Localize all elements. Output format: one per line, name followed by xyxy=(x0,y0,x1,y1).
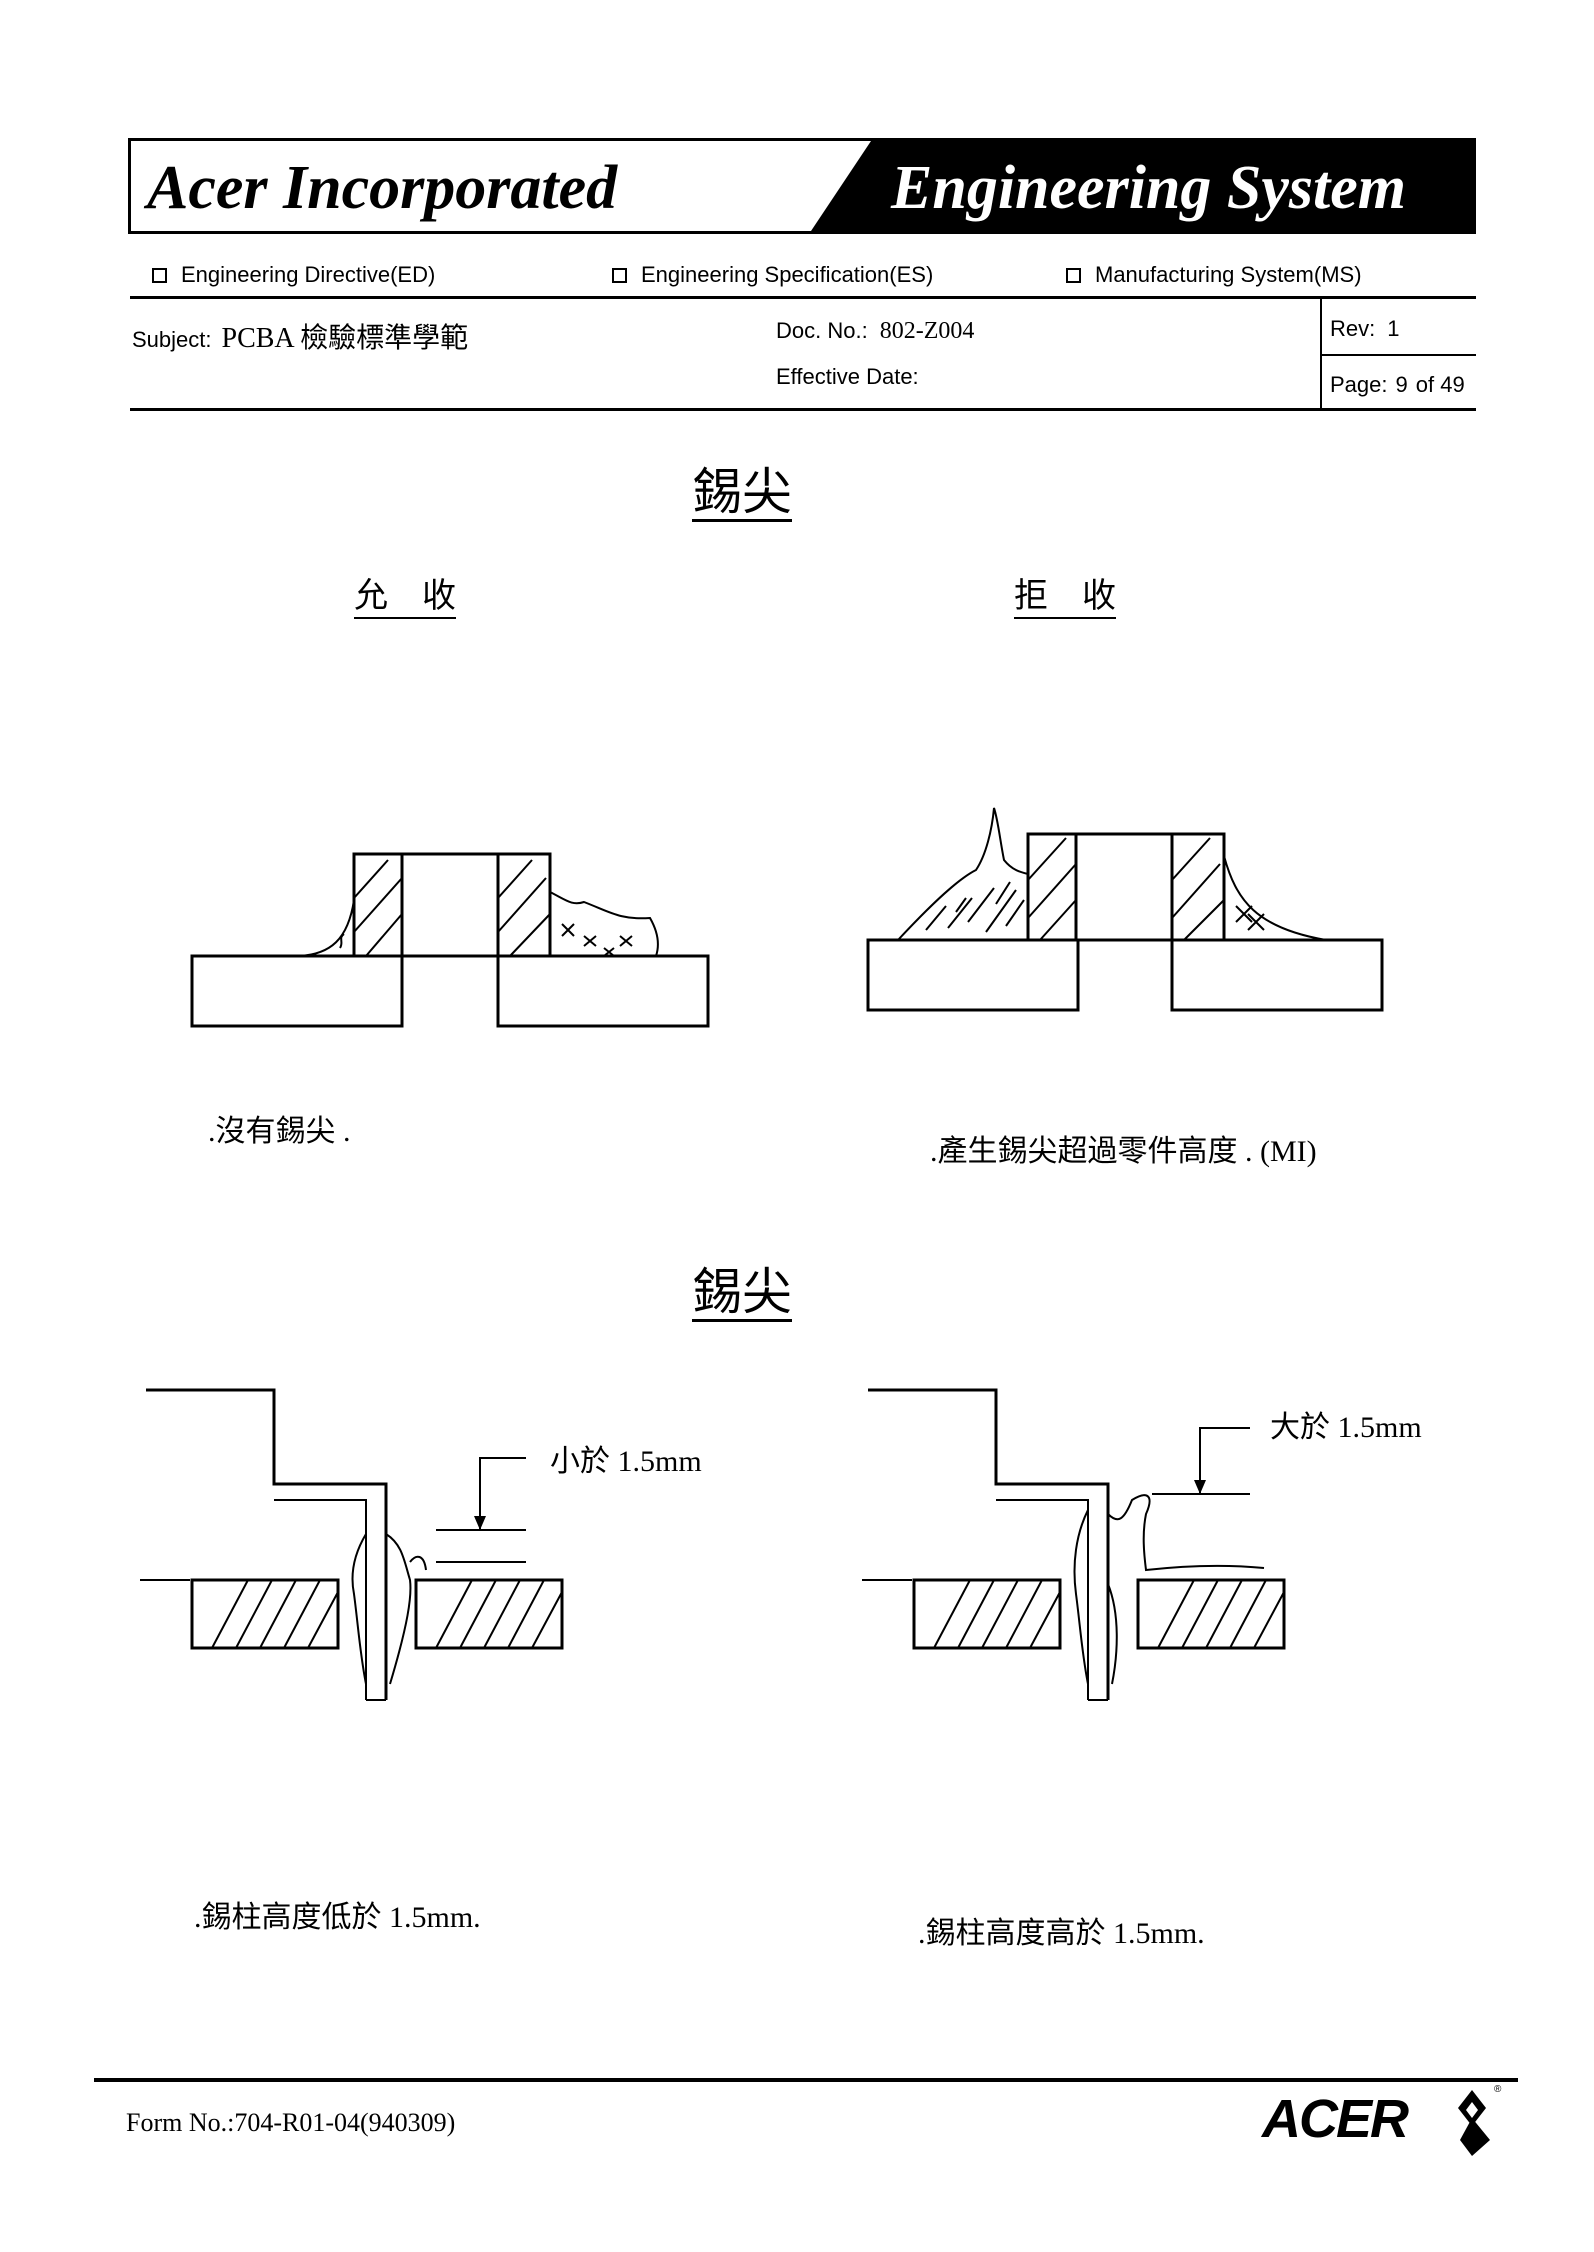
doc-type-ms: Manufacturing System(MS) xyxy=(1066,262,1362,288)
page-of: of 49 xyxy=(1415,372,1465,397)
greater-than-annotation: 大於 1.5mm xyxy=(1270,1411,1422,1444)
doc-type-label: Manufacturing System(MS) xyxy=(1095,262,1362,287)
revision: Rev: 1 xyxy=(1330,316,1400,342)
subject: Subject: PCBA 檢驗標準學範 xyxy=(132,316,468,356)
acer-logo-text: ACER xyxy=(1262,2089,1409,2149)
reject-diagram xyxy=(866,807,1384,1012)
doc-type-es: Engineering Specification(ES) xyxy=(612,262,933,288)
company-name: Acer Incorporated xyxy=(147,154,618,222)
pin-height-accept-diagram xyxy=(140,1388,564,1701)
doc-type-label: Engineering Specification(ES) xyxy=(641,262,934,287)
header-banner: Acer Incorporated Engineering System xyxy=(128,138,1476,234)
reject-caption: .產生錫尖超過零件高度 . (MI) xyxy=(930,1135,1317,1168)
page-value: 9 xyxy=(1395,372,1408,397)
rev-value: 1 xyxy=(1387,316,1400,341)
page-label: Page: xyxy=(1330,372,1388,397)
checkbox-icon xyxy=(612,267,627,283)
accept-heading: 允 收 xyxy=(354,578,456,615)
pin-reject-caption: .錫柱高度高於 1.5mm. xyxy=(918,1917,1205,1950)
acer-diamond-logo-icon xyxy=(1458,2090,1490,2156)
section2-title: 錫尖 xyxy=(692,1264,792,1320)
pin-height-reject-diagram xyxy=(862,1388,1286,1701)
rev-label: Rev: xyxy=(1330,316,1376,341)
pin-accept-caption: .錫柱高度低於 1.5mm. xyxy=(194,1901,481,1934)
less-than-annotation: 小於 1.5mm xyxy=(550,1445,702,1478)
doc-number-value: 802-Z004 xyxy=(879,318,975,344)
doc-number-label: Doc. No.: xyxy=(776,318,868,343)
doc-number: Doc. No.: 802-Z004 xyxy=(776,318,974,345)
checkbox-icon xyxy=(1066,267,1081,283)
registered-mark: ® xyxy=(1494,2084,1502,2095)
checkbox-icon xyxy=(152,267,167,283)
banner-black-band xyxy=(811,141,1473,231)
info-divider xyxy=(1320,298,1322,410)
page-number: Page: 9 of 49 xyxy=(1330,372,1465,398)
system-name: Engineering System xyxy=(891,154,1407,222)
reject-heading: 拒 收 xyxy=(1014,578,1116,615)
doc-type-label: Engineering Directive(ED) xyxy=(181,262,436,287)
effective-date-label: Effective Date: xyxy=(776,364,919,389)
form-number: Form No.:704-R01-04(940309) xyxy=(126,2108,456,2137)
accept-caption: .沒有錫尖 . xyxy=(208,1115,351,1148)
accept-diagram xyxy=(190,852,710,1028)
subject-label: Subject: xyxy=(132,327,212,352)
info-top-rule xyxy=(130,296,1476,299)
subject-value: PCBA 檢驗標準學範 xyxy=(221,323,469,354)
footer-rule xyxy=(94,2078,1518,2082)
doc-type-ed: Engineering Directive(ED) xyxy=(152,262,435,288)
rev-page-divider xyxy=(1322,354,1476,356)
section1-title: 錫尖 xyxy=(692,464,792,520)
info-bottom-rule xyxy=(130,408,1476,411)
